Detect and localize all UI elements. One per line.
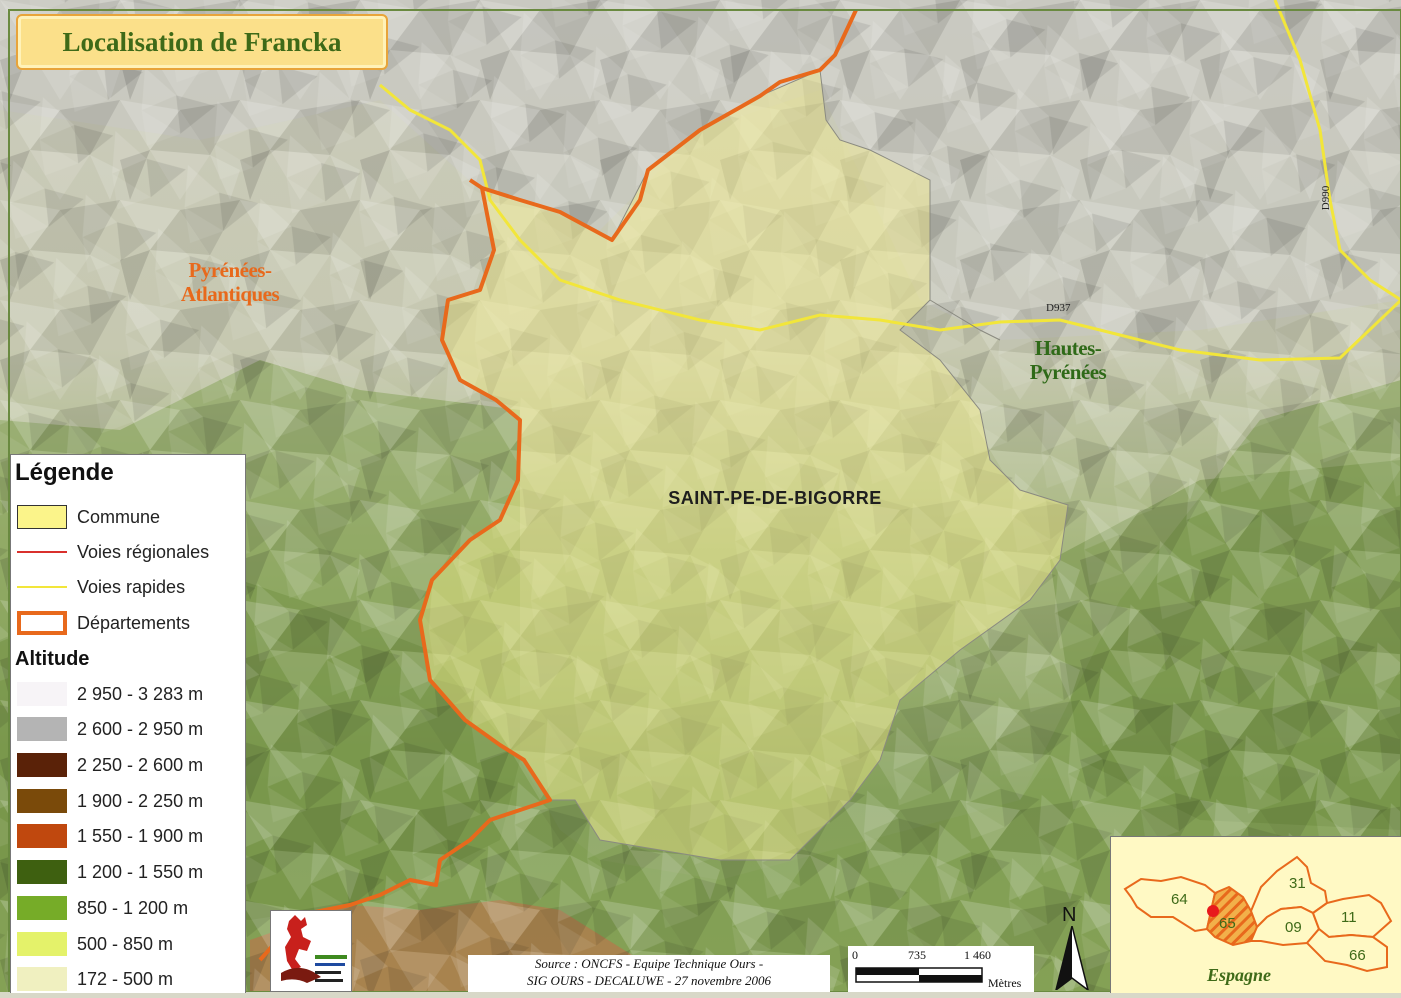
dept-hp-line2: Pyrénées [1029, 360, 1107, 384]
swatch-altitude [17, 860, 67, 884]
inset-label-09: 09 [1285, 919, 1302, 936]
legend-label: 2 950 - 3 283 m [77, 684, 204, 704]
inset-map-graphic [1123, 855, 1393, 973]
dept-pa-line1: Pyrénées- [188, 258, 272, 282]
bear-logo-icon [281, 915, 347, 983]
legend-label: 1 550 - 1 900 m [77, 826, 204, 846]
scale-graphic [855, 967, 983, 983]
legend-altitude-item: 850 - 1 200 m [15, 896, 243, 922]
swatch-departements [17, 611, 67, 635]
park-logo [270, 910, 352, 992]
legend-label: 850 - 1 200 m [77, 898, 189, 918]
swatch-altitude [17, 753, 67, 777]
legend-label: 500 - 850 m [77, 934, 174, 954]
legend-label: 1 200 - 1 550 m [77, 862, 204, 882]
department-boundary [258, 9, 858, 962]
legend-label: Voies rapides [77, 577, 186, 597]
legend-altitude-item: 172 - 500 m [15, 967, 243, 993]
legend-label: Commune [77, 507, 161, 527]
north-arrow-icon [1055, 926, 1089, 990]
legend-title: Légende [15, 459, 114, 486]
north-label: N [1062, 904, 1077, 926]
legend-altitude-title: Altitude [15, 648, 90, 670]
legend-panel: Légende Commune Voies régionales Voies r… [10, 454, 246, 993]
legend-altitude-item: 2 250 - 2 600 m [15, 753, 243, 779]
legend-altitude-item: 2 600 - 2 950 m [15, 717, 243, 743]
inset-map: 64 65 31 09 11 66 Espagne [1110, 836, 1401, 993]
swatch-altitude [17, 789, 67, 813]
dept-hp-line1: Hautes- [1034, 336, 1102, 360]
swatch-voies-rapides [17, 586, 67, 588]
legend-label: 2 250 - 2 600 m [77, 755, 204, 775]
scale-tick-0: 0 [852, 948, 858, 962]
legend-label: Voies régionales [77, 542, 210, 562]
legend-item-commune: Commune [15, 505, 243, 531]
legend-altitude-item: 2 950 - 3 283 m [15, 682, 243, 708]
legend-altitude-item: 1 550 - 1 900 m [15, 824, 243, 850]
inset-label-65: 65 [1219, 915, 1236, 932]
map-title-box: Localisation de Francka [16, 14, 388, 70]
source-line2: SIG OURS - DECALUWE - 27 novembre 2006 [527, 973, 771, 988]
legend-altitude-item: 1 200 - 1 550 m [15, 860, 243, 886]
legend-label: 2 600 - 2 950 m [77, 719, 204, 739]
legend-label: Départements [77, 613, 191, 633]
road-label-d937: D937 [1046, 302, 1071, 314]
swatch-altitude [17, 717, 67, 741]
inset-label-31: 31 [1289, 875, 1306, 892]
swatch-altitude [17, 824, 67, 848]
inset-label-espagne: Espagne [1207, 965, 1272, 985]
legend-label: 1 900 - 2 250 m [77, 791, 204, 811]
inset-label-64: 64 [1171, 891, 1188, 908]
swatch-altitude [17, 682, 67, 706]
label-pyrenees-atlantiques: Pyrénées- Atlantiques [160, 258, 300, 306]
legend-item-voies-rapides: Voies rapides [15, 575, 243, 601]
legend-altitude-item: 500 - 850 m [15, 932, 243, 958]
source-box: Source : ONCFS - Equipe Technique Ours -… [468, 955, 830, 992]
road-label-d990: D990 [1320, 185, 1333, 211]
commune-label: SAINT-PE-DE-BIGORRE [668, 488, 882, 508]
label-hautes-pyrenees: Hautes- Pyrénées [1000, 336, 1136, 384]
swatch-commune [17, 505, 67, 529]
inset-label-66: 66 [1349, 947, 1366, 964]
scale-bar: 0 735 1 460 Mètres [848, 946, 1034, 992]
legend-label: 172 - 500 m [77, 969, 174, 989]
road-d990 [1273, 0, 1401, 302]
legend-item-departements: Départements [15, 611, 243, 637]
map-title: Localisation de Francka [62, 26, 342, 57]
inset-label-11: 11 [1341, 909, 1357, 926]
scale-tick-2: 1 460 [964, 948, 991, 962]
swatch-altitude [17, 896, 67, 920]
source-line1: Source : ONCFS - Equipe Technique Ours - [534, 956, 764, 971]
legend-altitude-item: 1 900 - 2 250 m [15, 789, 243, 815]
scale-unit: Mètres [988, 976, 1022, 990]
north-arrow: N [1054, 904, 1090, 990]
swatch-altitude [17, 932, 67, 956]
scale-tick-1: 735 [908, 948, 926, 962]
legend-item-voies-regionales: Voies régionales [15, 540, 243, 566]
dept-pa-line2: Atlantiques [180, 282, 280, 306]
swatch-altitude [17, 967, 67, 991]
swatch-voies-regionales [17, 551, 67, 553]
road-voie-rapide [379, 83, 1401, 362]
